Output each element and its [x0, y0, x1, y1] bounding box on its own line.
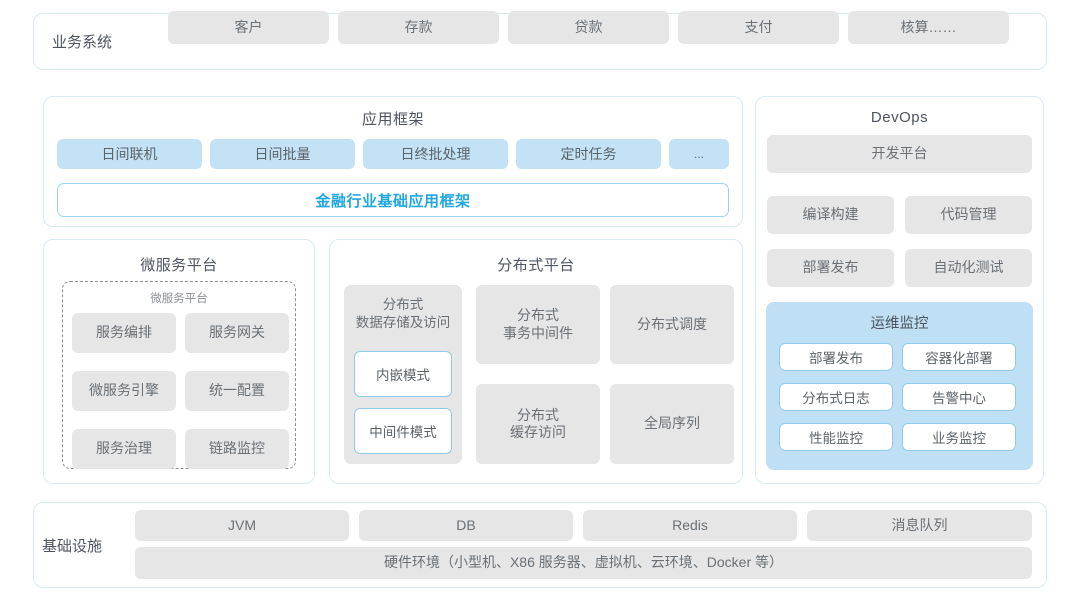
microservice-item-governance[interactable]: 服务治理 — [72, 429, 176, 469]
distributed-item-global-sequence[interactable]: 全局序列 — [610, 384, 734, 464]
business-item-accounting[interactable]: 核算…… — [848, 11, 1009, 44]
infrastructure-item-message-queue[interactable]: 消息队列 — [807, 510, 1032, 541]
infrastructure-item-jvm[interactable]: JVM — [135, 510, 349, 541]
microservice-item-trace-monitor[interactable]: 链路监控 — [185, 429, 289, 469]
app-framework-title: 应用框架 — [361, 111, 424, 128]
app-framework-item-eod-batch[interactable]: 日终批处理 — [363, 139, 508, 169]
infrastructure-label: 基础设施 — [42, 537, 103, 555]
app-framework-item-more[interactable]: ... — [669, 139, 729, 169]
distributed-storage-label: 分布式 数据存储及访问 — [344, 296, 462, 332]
microservice-item-orchestration[interactable]: 服务编排 — [72, 313, 176, 353]
app-framework-item-daytime-batch[interactable]: 日间批量 — [210, 139, 355, 169]
devops-item-deploy-release[interactable]: 部署发布 — [767, 249, 894, 287]
ops-monitor-item-performance-monitor[interactable]: 性能监控 — [779, 423, 893, 451]
infrastructure-hardware-environment[interactable]: 硬件环境（小型机、X86 服务器、虚拟机、云环境、Docker 等） — [135, 547, 1032, 579]
business-item-loan[interactable]: 贷款 — [508, 11, 669, 44]
distributed-item-cache-access-text: 分布式 缓存访问 — [510, 406, 566, 441]
devops-item-dev-platform[interactable]: 开发平台 — [767, 135, 1032, 173]
infrastructure-item-db[interactable]: DB — [359, 510, 573, 541]
microservice-inner-dashed-box — [62, 281, 296, 469]
microservice-item-engine[interactable]: 微服务引擎 — [72, 371, 176, 411]
business-item-deposit[interactable]: 存款 — [338, 11, 499, 44]
business-item-customer[interactable]: 客户 — [168, 11, 329, 44]
ops-monitor-item-alert-center[interactable]: 告警中心 — [902, 383, 1016, 411]
app-framework-banner: 金融行业基础应用框架 — [57, 183, 729, 217]
devops-title: DevOps — [870, 109, 929, 126]
distributed-platform-title: 分布式平台 — [497, 257, 575, 274]
ops-monitor-item-containerized-deploy[interactable]: 容器化部署 — [902, 343, 1016, 371]
distributed-item-scheduling[interactable]: 分布式调度 — [610, 285, 734, 364]
app-framework-item-daytime-online[interactable]: 日间联机 — [57, 139, 202, 169]
devops-item-automated-test[interactable]: 自动化测试 — [905, 249, 1032, 287]
microservice-item-gateway[interactable]: 服务网关 — [185, 313, 289, 353]
microservice-item-unified-config[interactable]: 统一配置 — [185, 371, 289, 411]
ops-monitor-item-distributed-log[interactable]: 分布式日志 — [779, 383, 893, 411]
business-item-payment[interactable]: 支付 — [678, 11, 839, 44]
app-framework-item-scheduled-task[interactable]: 定时任务 — [516, 139, 661, 169]
distributed-storage-mode-embedded[interactable]: 内嵌模式 — [354, 351, 452, 397]
microservice-platform-subtitle: 微服务平台 — [150, 293, 208, 305]
distributed-storage-label-line2: 数据存储及访问 — [355, 315, 451, 331]
devops-item-code-management[interactable]: 代码管理 — [905, 196, 1032, 234]
infrastructure-item-redis[interactable]: Redis — [583, 510, 797, 541]
distributed-item-cache-access[interactable]: 分布式 缓存访问 — [476, 384, 600, 464]
ops-monitor-title: 运维监控 — [870, 316, 929, 332]
distributed-storage-label-line1: 分布式 — [382, 297, 424, 312]
ops-monitor-item-deploy-release[interactable]: 部署发布 — [779, 343, 893, 371]
ops-monitor-item-business-monitor[interactable]: 业务监控 — [902, 423, 1016, 451]
distributed-item-transaction-middleware[interactable]: 分布式 事务中间件 — [476, 285, 600, 364]
microservice-platform-title: 微服务平台 — [140, 257, 218, 274]
distributed-item-transaction-middleware-text: 分布式 事务中间件 — [503, 307, 573, 341]
business-system-label: 业务系统 — [52, 34, 113, 51]
devops-item-compile-build[interactable]: 编译构建 — [767, 196, 894, 234]
distributed-storage-mode-middleware[interactable]: 中间件模式 — [354, 408, 452, 454]
